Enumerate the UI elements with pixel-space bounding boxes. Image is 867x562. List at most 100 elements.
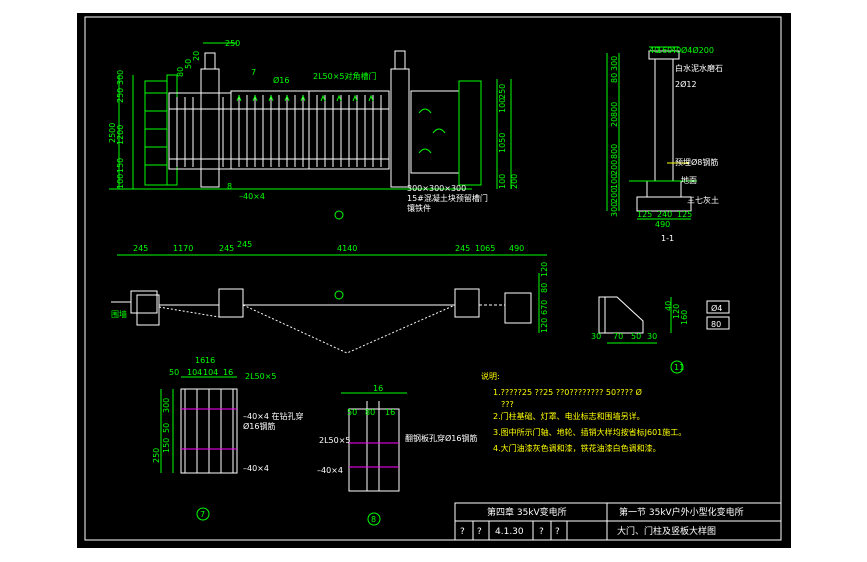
elev-dim-top-3: 80 [176, 67, 185, 77]
d7-dim-1: 16 [195, 356, 205, 365]
d7-dim-left-2: 150 [162, 438, 171, 453]
sec-note-2: 预埋Ø8钢筋 [675, 157, 718, 167]
notes-line-1: 1.?????25 ??25 ??0???????? 50???? Ø [493, 387, 642, 397]
tb-chapter: 第四章 35kV变电所 [487, 506, 567, 518]
d7-note-1: Ø16钢筋 [243, 421, 275, 431]
sec-dim-top-0: 40 [649, 46, 659, 55]
sec-dim-bottom-2: 125 [677, 210, 692, 219]
sec-note-0: 白水泥水磨石 [675, 63, 723, 73]
drawing-canvas: 300 250 1200 150 100 2500 100 1050 100 2… [84, 16, 782, 541]
plan-dim-4: 4140 [337, 244, 357, 253]
elev-note-7: 7 [251, 68, 256, 77]
tb-section: 第一节 35kV户外小型化变电所 [619, 506, 744, 518]
elev-dim-left-1: 250 [116, 88, 125, 103]
sec-dim-left-5: 200 [610, 160, 619, 175]
d7-ref: 7 [200, 510, 205, 519]
elev-note-d16: Ø16 [273, 75, 289, 85]
elev-note-angle: 2L50×5对角槽门 [313, 71, 377, 81]
plan-dim-right-2: 670 [540, 300, 549, 315]
notes-line-2: ??? [501, 400, 514, 409]
d8-ref: 8 [371, 515, 376, 524]
d8-dim-1: 50 [347, 408, 357, 417]
section-1-1 [606, 46, 697, 220]
sec-dim-left-2: 800 [610, 102, 619, 117]
d8-angle: 2L50×5 [319, 436, 351, 445]
d11-ref: 11 [674, 363, 684, 372]
d11-box-bot: 80 [711, 320, 721, 329]
d7-note-0: –40×4 在钻孔穿 [243, 411, 304, 421]
d11-dim-3: 30 [647, 332, 657, 341]
notes-title: 说明: [481, 371, 500, 381]
title-block [454, 502, 782, 541]
sec-note-1: 2Ø12 [675, 79, 697, 89]
plan-dim-3: 245 [237, 240, 252, 249]
elev-dim-left-4: 100 [116, 174, 125, 189]
d7-dim-3: 104 [187, 368, 202, 377]
cad-drawing-viewport[interactable]: 300 250 1200 150 100 2500 100 1050 100 2… [77, 13, 791, 548]
tb-q2: ? [477, 527, 482, 537]
d11-dim-6: 160 [680, 310, 689, 325]
d7-note-2: –40×4 [243, 464, 269, 473]
sec-dim-bottom-3: 490 [655, 220, 670, 229]
d7-dim-left-3: 250 [152, 448, 161, 463]
elev-dim-top-1: 20 [192, 51, 201, 61]
plan-dim-2: 245 [219, 244, 234, 253]
elev-dim-left-2: 1200 [116, 125, 125, 145]
sec-dim-left-4: 800 [610, 144, 619, 159]
notes-line-5: 4.大门油漆灰色调和漆，铁花油漆白色调和漆。 [493, 443, 661, 453]
sec-dim-bottom-0: 125 [637, 210, 652, 219]
d8-note-1: 翻钢板孔穿Ø16钢筋 [405, 433, 477, 443]
d11-dim-2: 50 [631, 332, 641, 341]
d7-dim-left-0: 300 [162, 398, 171, 413]
elev-dim-right-2: 100 [498, 98, 507, 113]
sec-dim-left-0: 300 [610, 56, 619, 71]
elev-dim-right-4: 200 [510, 174, 519, 189]
gate-bars [176, 95, 382, 167]
tb-q4: ? [555, 527, 560, 537]
elev-dim-top-0: 250 [225, 39, 240, 48]
d8-dim-2: 80 [365, 408, 375, 417]
notes-line-4: 3.图中所示门轴、地轮、插销大样均按省标J601施工。 [493, 427, 686, 437]
elev-dim-left-3: 150 [116, 158, 125, 173]
drawing-border [84, 16, 782, 541]
sec-dim-left-8: 300 [610, 202, 619, 217]
d8-note-0: –40×4 [317, 466, 343, 475]
tb-q3: ? [539, 527, 544, 537]
sec-label: 1-1 [661, 234, 674, 243]
plan-wall-label: 围墙 [111, 309, 127, 319]
elev-note-concrete: 15#混凝土块预留槽门 [407, 193, 488, 203]
plan-view [111, 254, 547, 354]
elev-overall: 2500 [108, 123, 117, 143]
elev-dim-right-3: 250 [498, 84, 507, 99]
sec-dim-left-7: 200 [610, 188, 619, 203]
d11-box-top: Ø4 [711, 303, 722, 313]
sec-dim-left-3: 20 [610, 117, 619, 127]
sec-dim-top-2: 40 [671, 46, 681, 55]
sec-dim-top-1: 160 [657, 46, 672, 55]
plan-dim-0: 245 [133, 244, 148, 253]
plan-dim-right-0: 120 [540, 262, 549, 277]
d11-dim-5: 120 [672, 304, 681, 319]
elev-dim-top-2: 50 [184, 59, 193, 69]
d7-dim-5: 16 [223, 368, 233, 377]
plan-dim-5: 245 [455, 244, 470, 253]
tb-code: 4.1.30 [495, 527, 524, 537]
d7-dim-left-1: 50 [162, 423, 171, 433]
sec-dim-bottom-1: 240 [657, 210, 672, 219]
d7-dim-0: 50 [169, 368, 179, 377]
elev-note-block: 300×300×300 [407, 184, 466, 193]
d7-angle: 2L50×5 [245, 372, 277, 381]
elev-note-iron: 镶铁件 [407, 203, 431, 213]
plan-dim-7: 490 [509, 244, 524, 253]
detail-7 [160, 376, 238, 521]
plan-dim-6: 1065 [475, 244, 495, 253]
d7-dim-4: 104 [203, 368, 218, 377]
sec-dim-top-3: Ø4Ø200 [681, 45, 714, 55]
elev-dim-right-1: 1050 [498, 133, 507, 153]
d7-dim-2: 16 [205, 356, 215, 365]
sec-dim-left-6: 100 [610, 174, 619, 189]
elev-note-8: 8 [227, 182, 232, 191]
plan-dim-right-3: 120 [540, 318, 549, 333]
sec-note-3: 地面 [681, 175, 697, 185]
d8-dim-3: 16 [385, 408, 395, 417]
